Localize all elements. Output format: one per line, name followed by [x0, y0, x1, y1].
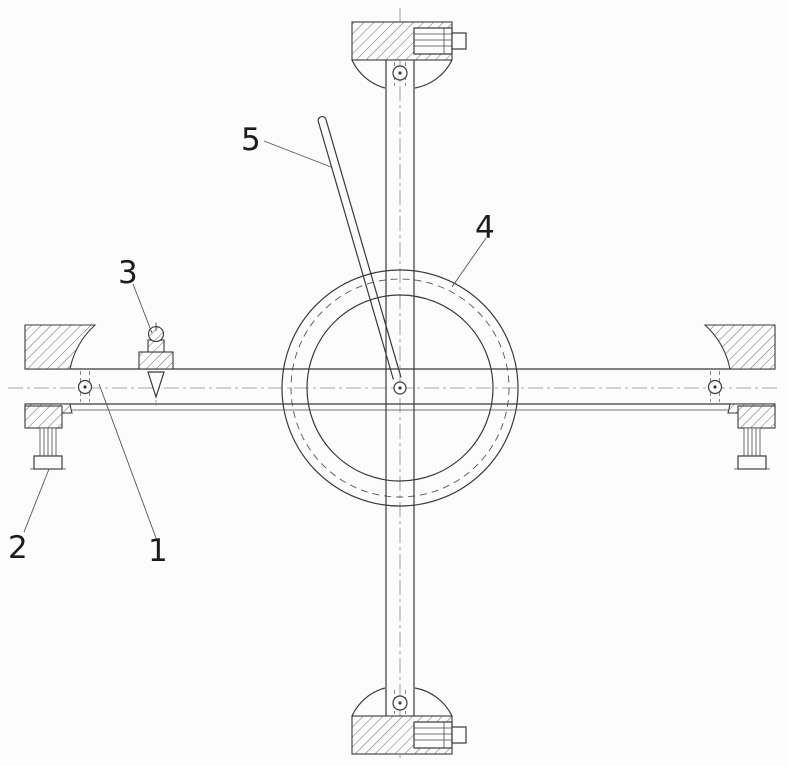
- right-clamp-foot: [737, 405, 776, 429]
- ring-inner-circle: [306, 294, 494, 482]
- bottom-clamp: [351, 687, 467, 755]
- leader-line-3: [132, 283, 153, 334]
- bolt-center-dot: [398, 701, 402, 705]
- right-beam-bolt: [707, 371, 723, 402]
- part-labels: 1 2 3 4 5: [8, 122, 495, 569]
- bolt-center-dot: [398, 71, 402, 75]
- leader-line-4: [451, 237, 487, 288]
- part-label-5: 5: [241, 122, 261, 158]
- lever-tip-cap: [317, 115, 327, 122]
- bottom-saddle-right-arc: [414, 687, 453, 717]
- right-clamp-upper-block: [703, 324, 776, 370]
- vertical-beam: [385, 60, 415, 716]
- adjuster-cone-tip: [147, 371, 165, 399]
- top-beam-bolt: [392, 62, 408, 86]
- part-label-3: 3: [118, 255, 138, 291]
- bottom-beam-bolt: [392, 690, 408, 714]
- screw-head: [33, 455, 63, 470]
- lever-pivot-dot: [398, 386, 402, 390]
- left-clamp: [24, 324, 97, 470]
- lever-edge: [325, 118, 402, 378]
- top-saddle-left-arc: [351, 59, 386, 89]
- leader-line-2: [23, 468, 50, 533]
- screw-head: [737, 455, 767, 470]
- lever-edge: [317, 120, 394, 380]
- side-screw-cap: [451, 32, 467, 50]
- bolt-center-dot: [83, 385, 87, 389]
- side-screw-body: [413, 721, 453, 749]
- lever: [317, 115, 407, 395]
- right-clamp: [703, 324, 776, 470]
- leader-line-5: [263, 140, 332, 168]
- part-label-1: 1: [148, 533, 168, 569]
- bolt-center-dot: [713, 385, 717, 389]
- top-clamp: [351, 21, 467, 89]
- left-beam-bolt: [77, 371, 93, 402]
- ring-pitch-circle: [290, 278, 510, 498]
- right-clamp-screw: [734, 427, 770, 470]
- left-clamp-foot: [24, 405, 63, 429]
- central-ring: [281, 269, 519, 507]
- ring-outer-circle: [281, 269, 519, 507]
- part-label-4: 4: [475, 210, 495, 246]
- part-label-2: 2: [8, 530, 28, 566]
- bottom-saddle-left-arc: [351, 687, 386, 717]
- side-screw-body: [413, 27, 453, 55]
- adjuster-base-plate: [138, 351, 174, 370]
- adjuster-assembly: [138, 322, 174, 406]
- side-screw-cap: [451, 726, 467, 744]
- top-saddle-right-arc: [414, 59, 453, 89]
- bottom-clamp-side-screw: [413, 721, 467, 749]
- leader-lines: [23, 140, 487, 539]
- leader-line-1: [98, 383, 157, 539]
- left-clamp-upper-block: [24, 324, 97, 370]
- top-clamp-side-screw: [413, 27, 467, 55]
- left-clamp-screw: [30, 427, 66, 470]
